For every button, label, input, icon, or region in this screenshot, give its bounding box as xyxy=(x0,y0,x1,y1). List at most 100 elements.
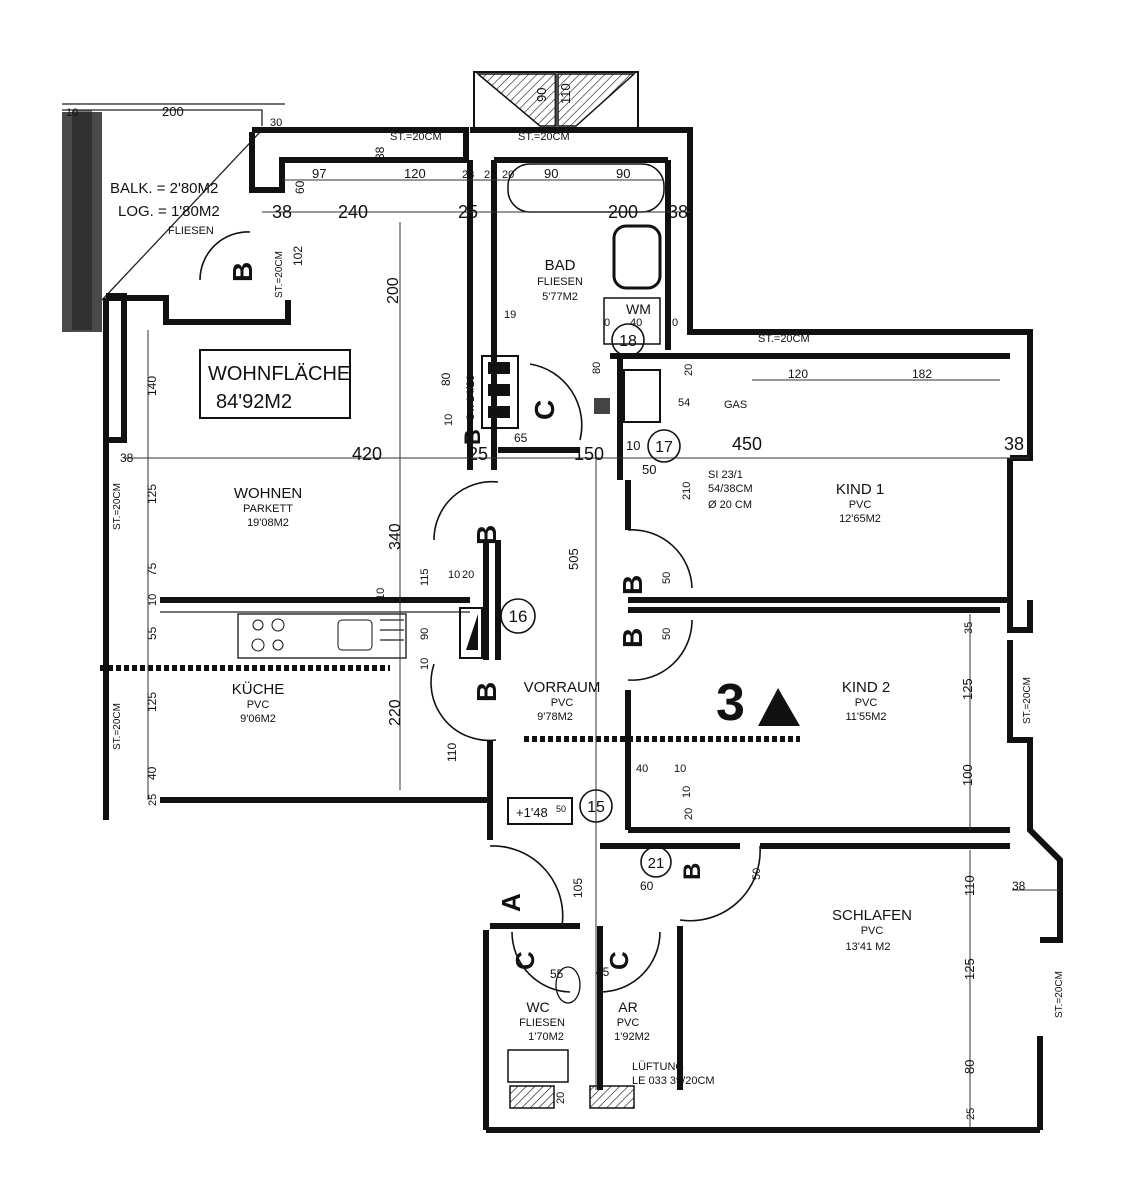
room-wohnen: WOHNEN PARKETT 19'08M2 xyxy=(234,485,302,529)
dimension: 55 xyxy=(550,967,564,981)
room-bad: BAD FLIESEN 5'77M2 WM xyxy=(537,257,651,317)
bad-area: 5'77M2 xyxy=(542,291,578,303)
dimension: 450 xyxy=(732,434,762,454)
bathtub xyxy=(507,163,665,213)
stair-note-3: ST.=20CM xyxy=(758,333,810,345)
door-mark: A xyxy=(496,893,526,912)
dimension: 40 xyxy=(636,763,648,775)
dimension: 90 xyxy=(544,166,558,181)
dimension: 125 xyxy=(145,692,159,712)
dimension: 102 xyxy=(291,246,305,266)
dimension: 54 xyxy=(678,397,690,409)
dimension-lines xyxy=(124,179,1060,1128)
dimension: 90 xyxy=(616,166,630,181)
dimension-numbers: 10 200 30 97 120 23 25 20 90 90 90 110 3… xyxy=(66,83,1026,1120)
circle-number: 16 xyxy=(509,607,528,626)
dimension: 10 xyxy=(147,594,159,606)
circle-number: 21 xyxy=(648,855,665,872)
wc-area: 1'70M2 xyxy=(528,1031,564,1043)
unit-marker-triangle xyxy=(758,688,800,726)
dimension: 210 xyxy=(681,482,693,500)
unit-number: 3 xyxy=(716,674,745,732)
level-superscript: 50 xyxy=(556,804,566,814)
kind1-floor: PVC xyxy=(849,499,872,511)
dimension: 10 xyxy=(443,414,455,426)
wohnen-floor: PARKETT xyxy=(243,503,293,515)
room-schlafen: SCHLAFEN PVC 13'41 M2 xyxy=(832,907,912,953)
wohnen-name: WOHNEN xyxy=(234,485,302,502)
kitchen-fixtures xyxy=(237,607,483,659)
door-mark: B xyxy=(679,863,706,880)
gas-heater xyxy=(623,369,661,423)
stair-note-left-mid: ST.=20CM xyxy=(112,483,123,530)
ar-floor: PVC xyxy=(617,1017,640,1029)
dimension: 50 xyxy=(751,868,763,880)
dimension: 80 xyxy=(962,1060,977,1074)
balkon-floor: FLIESEN xyxy=(168,225,214,237)
dimension: 20 xyxy=(502,169,514,181)
door-mark: B xyxy=(460,429,485,445)
bad-floor: FLIESEN xyxy=(537,276,583,288)
dimension: 20 xyxy=(683,808,695,820)
wc-floor: FLIESEN xyxy=(519,1017,565,1029)
dimension: 420 xyxy=(352,444,382,464)
dimension: 25 xyxy=(965,1108,977,1120)
dimension: 50 xyxy=(661,628,673,640)
stair-note-right-2: ST.=20CM xyxy=(1054,971,1065,1018)
dimension: 30 xyxy=(270,117,282,129)
wc-name: WC xyxy=(526,999,549,1015)
door-mark: B xyxy=(617,628,648,648)
dimension: 75 xyxy=(145,562,159,576)
kind1-name: KIND 1 xyxy=(836,481,884,498)
bad-name: BAD xyxy=(545,257,576,274)
dimension: 50 xyxy=(642,462,656,477)
dimension: 25 xyxy=(458,202,478,222)
dimension: 97 xyxy=(312,166,326,181)
dimension: 10 xyxy=(674,763,686,775)
ar-name: AR xyxy=(618,999,637,1015)
dimension: 182 xyxy=(912,367,932,381)
stair-note-left-low: ST.=20CM xyxy=(112,703,123,750)
dimension: 45 xyxy=(596,965,610,979)
circle-number: 17 xyxy=(655,439,673,456)
doors xyxy=(199,231,761,993)
room-kind2: KIND 2 PVC 11'55M2 xyxy=(842,679,890,723)
room-ar: AR PVC 1'92M2 xyxy=(614,999,650,1043)
dimension: 200 xyxy=(162,104,184,119)
dimension: 125 xyxy=(145,484,159,504)
circle-number: 15 xyxy=(587,799,605,816)
kind2-area: 11'55M2 xyxy=(845,711,886,723)
wohnen-area: 19'08M2 xyxy=(247,517,289,529)
dimension: 20 xyxy=(462,569,474,581)
lueftung-line2: LE 033 39/20CM xyxy=(632,1075,715,1087)
stair-note-right-1: ST.=20CM xyxy=(1022,677,1033,724)
kueche-floor: PVC xyxy=(247,699,270,711)
door-mark: B xyxy=(227,262,258,282)
dimension: 10 xyxy=(419,658,431,670)
dimension: 38 xyxy=(373,146,387,160)
dimension: 140 xyxy=(145,376,159,396)
door-mark: C xyxy=(510,951,540,970)
dimension: 110 xyxy=(445,743,459,762)
annotations: ST.=20CM ST.=20CM ST.=20CM ST.=20CM ST.=… xyxy=(112,131,1065,1087)
dimension: 115 xyxy=(419,568,431,586)
dimension: 125 xyxy=(960,678,975,700)
dimension: 25 xyxy=(468,444,488,464)
stair-note-1: ST.=20CM xyxy=(390,131,442,143)
wohnflaeche-area: 84'92M2 xyxy=(216,391,292,413)
stair-note-left-top: ST.=20CM xyxy=(274,251,285,298)
dimension: 10 xyxy=(66,107,78,119)
dimension: 25 xyxy=(484,169,496,181)
ar-area: 1'92M2 xyxy=(614,1031,650,1043)
wm-label: WM xyxy=(626,301,651,317)
gas-label: GAS xyxy=(724,399,747,411)
dimension: 120 xyxy=(404,166,426,181)
room-wc: WC FLIESEN 1'70M2 xyxy=(519,999,565,1043)
dimension: 38 xyxy=(120,451,134,465)
dimension: 60 xyxy=(293,180,307,194)
dimension: 110 xyxy=(962,875,977,896)
door-mark: B xyxy=(471,525,502,545)
dimension: 38 xyxy=(668,202,688,222)
door-mark: C xyxy=(529,400,560,420)
dimension: 38 xyxy=(272,202,292,222)
